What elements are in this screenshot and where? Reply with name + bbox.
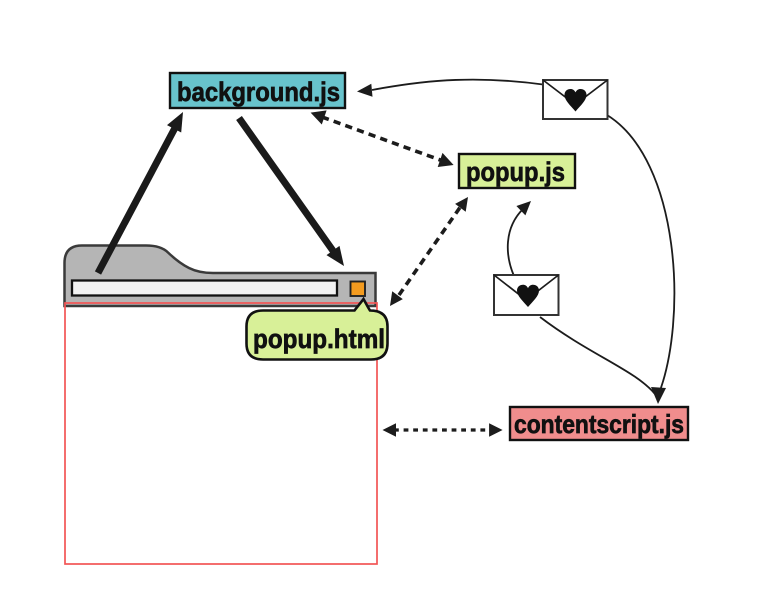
svg-text:contentscript.js: contentscript.js — [514, 409, 684, 439]
svg-text:background.js: background.js — [177, 77, 340, 107]
svg-text:popup.html: popup.html — [253, 324, 385, 354]
svg-text:popup.js: popup.js — [466, 157, 565, 187]
